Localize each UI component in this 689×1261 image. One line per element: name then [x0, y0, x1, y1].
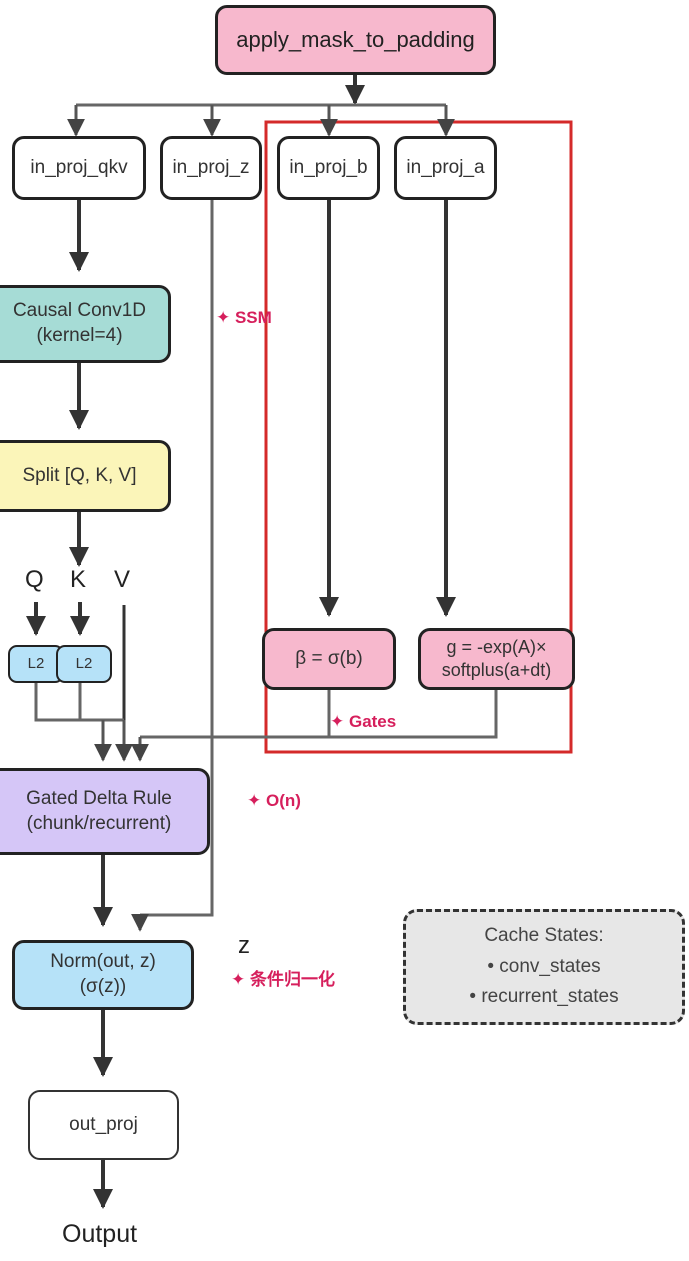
cache-states-panel: Cache States: • conv_states • recurrent_… — [403, 909, 685, 1025]
split-label: Split [Q, K, V] — [22, 464, 137, 486]
causal-conv-line-1: Causal Conv1D — [12, 300, 147, 322]
conditional-norm-annotation: ✦ 条件归一化 — [231, 970, 335, 989]
norm-node: Norm(out, z) (σ(z)) — [12, 940, 194, 1010]
g-gate-line-1: g = -exp(A)× — [446, 636, 547, 657]
ssm-annotation: ✦ SSM — [216, 308, 272, 327]
gates-highlight-frame — [264, 120, 573, 754]
causal-conv-line-2: (kernel=4) — [36, 325, 123, 346]
cache-states-title: Cache States: — [484, 925, 604, 947]
split-node: Split [Q, K, V] — [0, 440, 171, 512]
cache-item-recurrent: • recurrent_states — [469, 986, 619, 1008]
gated-delta-rule-node: Gated Delta Rule (chunk/recurrent) — [0, 768, 210, 855]
out-proj-node: out_proj — [28, 1090, 179, 1160]
apply-mask-node: apply_mask_to_padding — [215, 5, 496, 75]
vector-k-label: K — [70, 566, 87, 593]
wire-l2q-merge — [34, 682, 124, 722]
in-proj-b-label: in_proj_b — [289, 156, 368, 178]
g-gate-node: g = -exp(A)× softplus(a+dt) — [418, 628, 575, 690]
in-proj-b-node: in_proj_b — [277, 136, 380, 200]
apply-mask-label: apply_mask_to_padding — [236, 26, 475, 52]
l2-norm-k-label: L2 — [75, 655, 93, 673]
output-label: Output — [62, 1220, 138, 1248]
in-proj-z-label: in_proj_z — [172, 156, 250, 178]
beta-gate-node: β = σ(b) — [262, 628, 396, 690]
norm-line-1: Norm(out, z) — [50, 951, 156, 973]
norm-line-2: (σ(z)) — [79, 976, 127, 997]
l2-norm-q-label: L2 — [27, 655, 45, 673]
g-gate-line-2: softplus(a+dt) — [441, 660, 552, 680]
gated-delta-line-2: (chunk/recurrent) — [26, 812, 172, 834]
wire-z-path — [140, 200, 214, 917]
cache-item-conv: • conv_states — [487, 955, 601, 977]
vector-v-label: V — [114, 566, 131, 593]
wire-gates-merge — [327, 690, 498, 739]
causal-conv-node: Causal Conv1D (kernel=4) — [0, 285, 171, 363]
in-proj-qkv-node: in_proj_qkv — [12, 136, 146, 200]
beta-gate-label: β = σ(b) — [295, 647, 363, 669]
in-proj-a-label: in_proj_a — [406, 156, 485, 178]
in-proj-qkv-label: in_proj_qkv — [30, 156, 128, 178]
l2-norm-k-node: L2 — [56, 645, 112, 683]
in-proj-a-node: in_proj_a — [394, 136, 497, 200]
vector-z-label: z — [238, 932, 250, 959]
gated-delta-line-1: Gated Delta Rule — [26, 787, 172, 809]
vector-q-label: Q — [25, 566, 44, 593]
complexity-annotation: ✦ O(n) — [247, 791, 301, 810]
l2-norm-q-node: L2 — [8, 645, 64, 683]
gates-annotation: ✦ Gates — [330, 712, 397, 731]
in-proj-z-node: in_proj_z — [160, 136, 262, 200]
out-proj-label: out_proj — [69, 1113, 138, 1135]
